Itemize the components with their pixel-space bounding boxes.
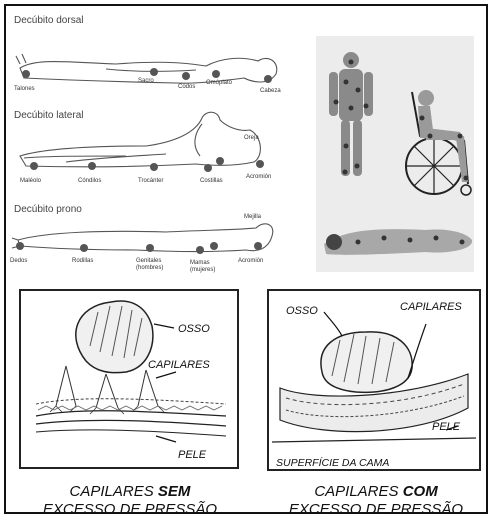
figure-frame: Decúbito dorsal Talones Sacro Codos Omóp… (4, 4, 488, 514)
prono-label-knees: Rodillas (72, 258, 93, 264)
lateral-label-ear: Oreja (244, 135, 259, 141)
left-caption-line1: CAPILARES SEM (70, 483, 191, 500)
right-caption-text: CAPILARES (314, 483, 402, 500)
prono-point-genitals (146, 244, 154, 252)
left-label-bone: OSSO (178, 323, 210, 335)
lateral-point-malleolus (30, 162, 38, 170)
prono-point-cheek (254, 242, 262, 250)
prono-point-breasts (196, 246, 204, 254)
prono-label-breasts-women: (mujeres) (190, 267, 215, 273)
dorsal-label-heels: Talones (14, 86, 35, 92)
prono-label-breasts: Mamas (190, 260, 210, 266)
right-label-bone: OSSO (286, 305, 318, 317)
right-label-capillaries: CAPILARES (400, 301, 462, 313)
dorsal-label-scapula: Omóplato (206, 80, 233, 86)
lateral-label-malleolus: Maléolo (20, 178, 42, 184)
dorsal-point-sacrum (150, 68, 158, 76)
right-caption-emphasis: COM (403, 483, 439, 500)
right-caption-line1: CAPILARES COM (314, 483, 438, 500)
right-label-skin: PELE (432, 421, 461, 433)
prono-label-cheek: Mejilla (244, 214, 262, 220)
dorsal-label-elbows: Codos (178, 84, 195, 90)
lateral-point-acromion (256, 160, 264, 168)
dorsal-title: Decúbito dorsal (14, 15, 83, 26)
prono-label-genitals-men: (hombres) (136, 265, 163, 271)
dorsal-label-head: Cabeza (260, 88, 281, 94)
lateral-point-ear (216, 157, 224, 165)
lateral-point-ribs (204, 164, 212, 172)
dorsal-point-elbows (182, 72, 190, 80)
dorsal-point-scapula (212, 70, 220, 78)
left-caption-text: CAPILARES (70, 483, 158, 500)
prono-title: Decúbito prono (14, 204, 82, 215)
prono-point-knees (80, 244, 88, 252)
prono-point-acromion (210, 242, 218, 250)
pressure-points-diagram: Decúbito dorsal Talones Sacro Codos Omóp… (6, 6, 490, 516)
left-label-skin: PELE (178, 449, 207, 461)
dorsal-point-head (264, 75, 272, 83)
lateral-title: Decúbito lateral (14, 110, 83, 121)
dorsal-point-heels (22, 70, 30, 78)
lateral-point-trochanter (150, 163, 158, 171)
lateral-label-trochanter: Trocánter (138, 178, 163, 184)
right-caption-line2: EXCESSO DE PRESSÃO (289, 501, 464, 516)
prono-label-toes: Dedos (10, 258, 27, 264)
left-caption-emphasis: SEM (158, 483, 191, 500)
prono-figure (12, 224, 273, 252)
dorsal-label-sacrum: Sacro (138, 78, 154, 84)
lateral-label-condyles: Cóndilos (78, 178, 101, 184)
left-label-capillaries: CAPILARES (148, 359, 210, 371)
prono-label-genitals: Genitales (136, 258, 161, 264)
lateral-label-acromion: Acromión (246, 174, 271, 180)
right-label-surface: SUPERFÍCIE DA CAMA (276, 456, 389, 469)
lateral-label-ribs: Costillas (200, 178, 223, 184)
prono-label-acromion: Acromión (238, 258, 263, 264)
lateral-point-condyles (88, 162, 96, 170)
left-caption-line2: EXCESSO DE PRESSÃO (43, 501, 218, 516)
prono-point-toes (16, 242, 24, 250)
